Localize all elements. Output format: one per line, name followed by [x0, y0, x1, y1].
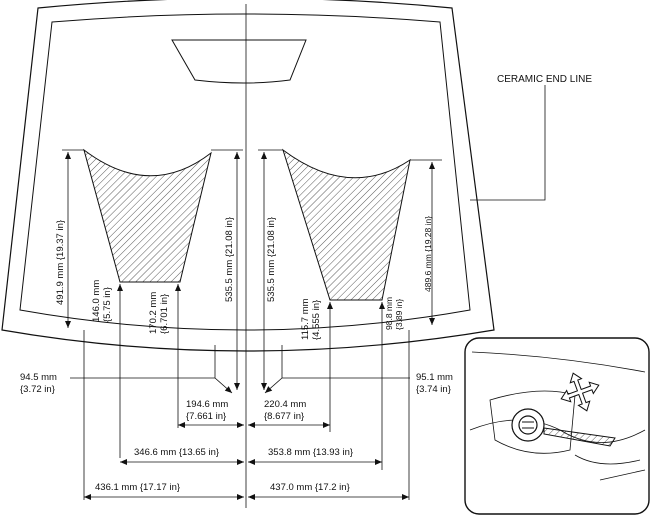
dim-right-edge-label: 95.1 mm — [416, 372, 453, 383]
dim-left-lower-a-label: 146.0 mm — [91, 280, 102, 322]
ceramic-inner-edge — [19, 13, 471, 331]
inset-wiper-blade — [543, 427, 616, 447]
dim-left-lower-a-inch: {5.75 in} — [102, 287, 113, 322]
dim-left-inner-inch: {7.661 in} — [186, 411, 226, 422]
inset-edge-line — [599, 469, 646, 481]
inset-panel — [489, 390, 576, 454]
move-arrows-icon — [560, 372, 600, 412]
dim-left-edge-label: 94.5 mm — [20, 372, 57, 383]
dim-right-lower-b-label: 98.8 mm — [384, 297, 394, 330]
dim-right-total-label: 437.0 mm {17.2 in} — [270, 482, 350, 493]
dim-left-mid-label: 346.6 mm {13.65 in} — [134, 447, 219, 458]
windshield-outer — [1, 0, 495, 352]
dim-left-total-label: 436.1 mm {17.17 in} — [95, 482, 180, 493]
dim-right-center-label: 535.5 mm {21.08 in} — [266, 217, 277, 302]
dim-right-edge-inch: {3.74 in} — [416, 384, 451, 395]
dim-left-inner-label: 194.6 mm — [186, 399, 228, 410]
wiper-area-left — [83, 148, 212, 283]
mirror-notch — [171, 39, 307, 84]
dim-left-outer-label: 491.9 mm {19.37 in} — [55, 220, 66, 305]
arrow-right-inner-tick — [264, 377, 283, 394]
inset-curve-lower — [574, 454, 641, 465]
dim-right-inner-label: 220.4 mm — [264, 399, 306, 410]
dim-right-lower-a-label: 115.7 mm — [300, 298, 311, 340]
dim-left-center-label: 535.5 mm {21.08 in} — [224, 217, 235, 302]
dim-left-lower-b-label: 170.2 mm — [148, 292, 159, 334]
inset-glass-edge — [471, 351, 646, 373]
dim-right-inner-inch: {8.677 in} — [264, 411, 304, 422]
inset-sensor-inner — [518, 415, 538, 435]
dim-left-edge-inch: {3.72 in} — [20, 384, 55, 395]
inset-detail — [464, 337, 650, 515]
dim-right-lower-a-inch: {4.555 in} — [311, 300, 322, 340]
dim-right-lower-b-inch: {3.89 in} — [394, 299, 404, 330]
inset-frame — [464, 337, 650, 515]
arrow-left-inner-tick — [214, 377, 233, 394]
ceramic-leader — [470, 85, 546, 201]
dim-left-lower-b-inch: {6.701 in} — [159, 294, 170, 334]
ceramic-end-line-label: CERAMIC END LINE — [497, 74, 592, 85]
dim-right-outer-label: 489.6 mm {19.28 in} — [423, 216, 433, 292]
dim-right-mid-label: 353.8 mm {13.93 in} — [268, 447, 353, 458]
